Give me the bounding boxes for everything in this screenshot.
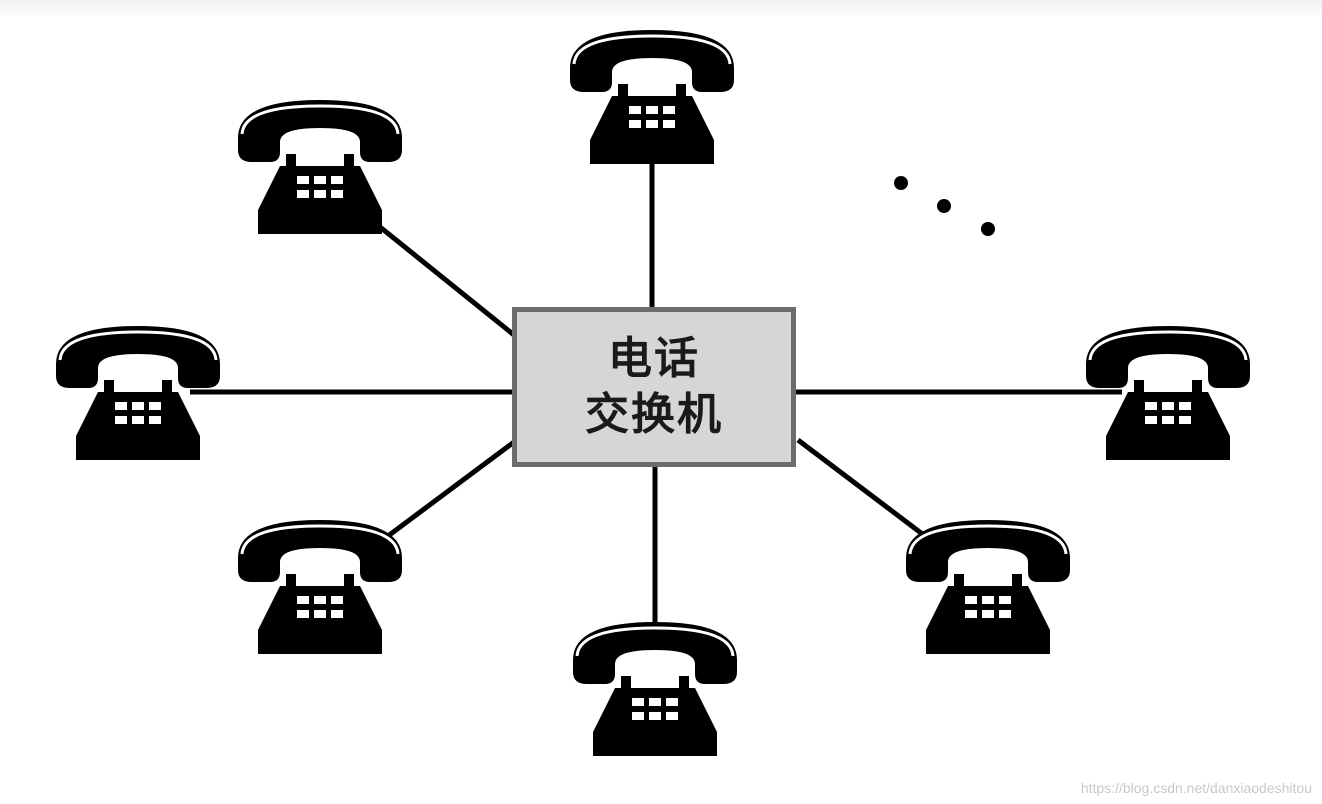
switch-label-line1: 电话 — [608, 333, 700, 384]
telephone-icon — [571, 620, 739, 758]
ellipsis-dots-icon — [894, 176, 995, 236]
telephone-icon — [236, 518, 404, 656]
link-lower-left — [386, 439, 516, 539]
telephone-icon — [568, 28, 736, 166]
watermark-url: https://blog.csdn.net/danxiaodeshitou — [1080, 780, 1312, 796]
top-shadow-band — [0, 0, 1322, 18]
telephone-switch-box: 电话 交换机 — [512, 307, 796, 467]
switch-label-line2: 交换机 — [585, 389, 723, 440]
telephone-icon — [904, 518, 1072, 656]
link-lower-right — [796, 438, 927, 538]
telephone-icon — [236, 98, 404, 236]
link-upper-left — [373, 221, 516, 337]
